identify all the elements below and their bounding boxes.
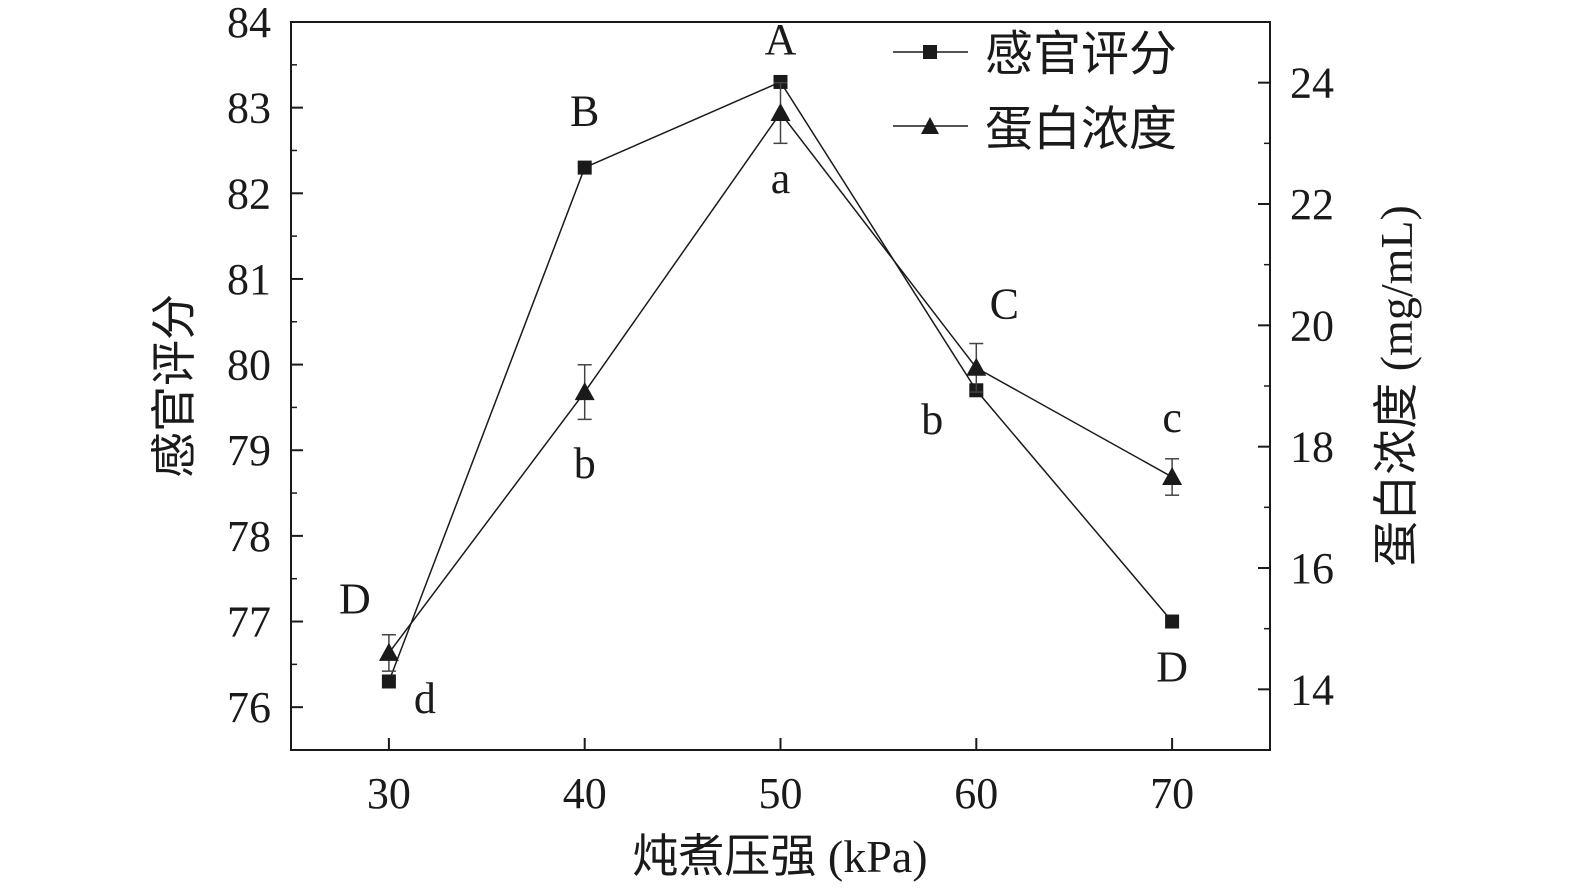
legend-label-sensory: 感官评分 xyxy=(985,28,1177,81)
y-left-tick-label: 80 xyxy=(227,341,271,390)
x-tick-label: 40 xyxy=(563,769,607,818)
legend-marker-square xyxy=(923,45,937,59)
y-axis-left-label: 感官评分 xyxy=(149,294,200,478)
significance-letter: c xyxy=(1162,393,1182,442)
significance-letter: a xyxy=(771,154,791,203)
x-tick-label: 50 xyxy=(759,769,803,818)
y-left-tick-label: 79 xyxy=(227,426,271,475)
y-right-tick-label: 20 xyxy=(1290,301,1334,350)
data-point-square xyxy=(381,674,396,689)
significance-letter: b xyxy=(921,395,943,444)
significance-letter: B xyxy=(570,87,599,136)
y-right-tick-label: 18 xyxy=(1290,423,1334,472)
data-point-square xyxy=(577,160,592,175)
significance-letter: D xyxy=(1156,643,1188,692)
y-right-tick-label: 24 xyxy=(1290,59,1334,108)
significance-letter: C xyxy=(990,279,1019,328)
significance-letter: A xyxy=(765,15,797,64)
significance-letter: d xyxy=(414,674,436,723)
data-point-triangle xyxy=(770,103,791,121)
y-left-tick-label: 76 xyxy=(227,683,271,732)
y-left-tick-label: 84 xyxy=(227,0,271,47)
y-left-tick-label: 81 xyxy=(227,255,271,304)
data-point-triangle xyxy=(966,357,987,376)
legend: 感官评分 蛋白浓度 xyxy=(893,28,1177,156)
legend-label-protein: 蛋白浓度 xyxy=(985,103,1177,156)
significance-letter: b xyxy=(574,439,596,488)
x-axis-label: 炖煮压强 (kPa) xyxy=(632,831,927,882)
x-tick-label: 60 xyxy=(954,769,998,818)
data-point-triangle xyxy=(574,382,595,401)
y-left-tick-label: 83 xyxy=(227,84,271,133)
y-right-tick-label: 22 xyxy=(1290,180,1334,229)
legend-marker-triangle xyxy=(921,117,939,134)
significance-letter: D xyxy=(339,574,371,623)
y-right-tick-label: 14 xyxy=(1290,665,1334,714)
x-tick-label: 70 xyxy=(1150,769,1194,818)
x-tick-label: 30 xyxy=(367,769,411,818)
y-left-tick-label: 77 xyxy=(227,598,271,647)
y-axis-right-label: 蛋白浓度 (mg/mL) xyxy=(1371,205,1422,567)
data-point-triangle xyxy=(1162,467,1183,485)
y-left-tick-label: 82 xyxy=(227,169,271,218)
data-point-triangle xyxy=(378,642,399,661)
y-left-tick-label: 78 xyxy=(227,512,271,561)
y-right-tick-label: 16 xyxy=(1290,544,1334,593)
data-point-square xyxy=(1165,614,1180,629)
